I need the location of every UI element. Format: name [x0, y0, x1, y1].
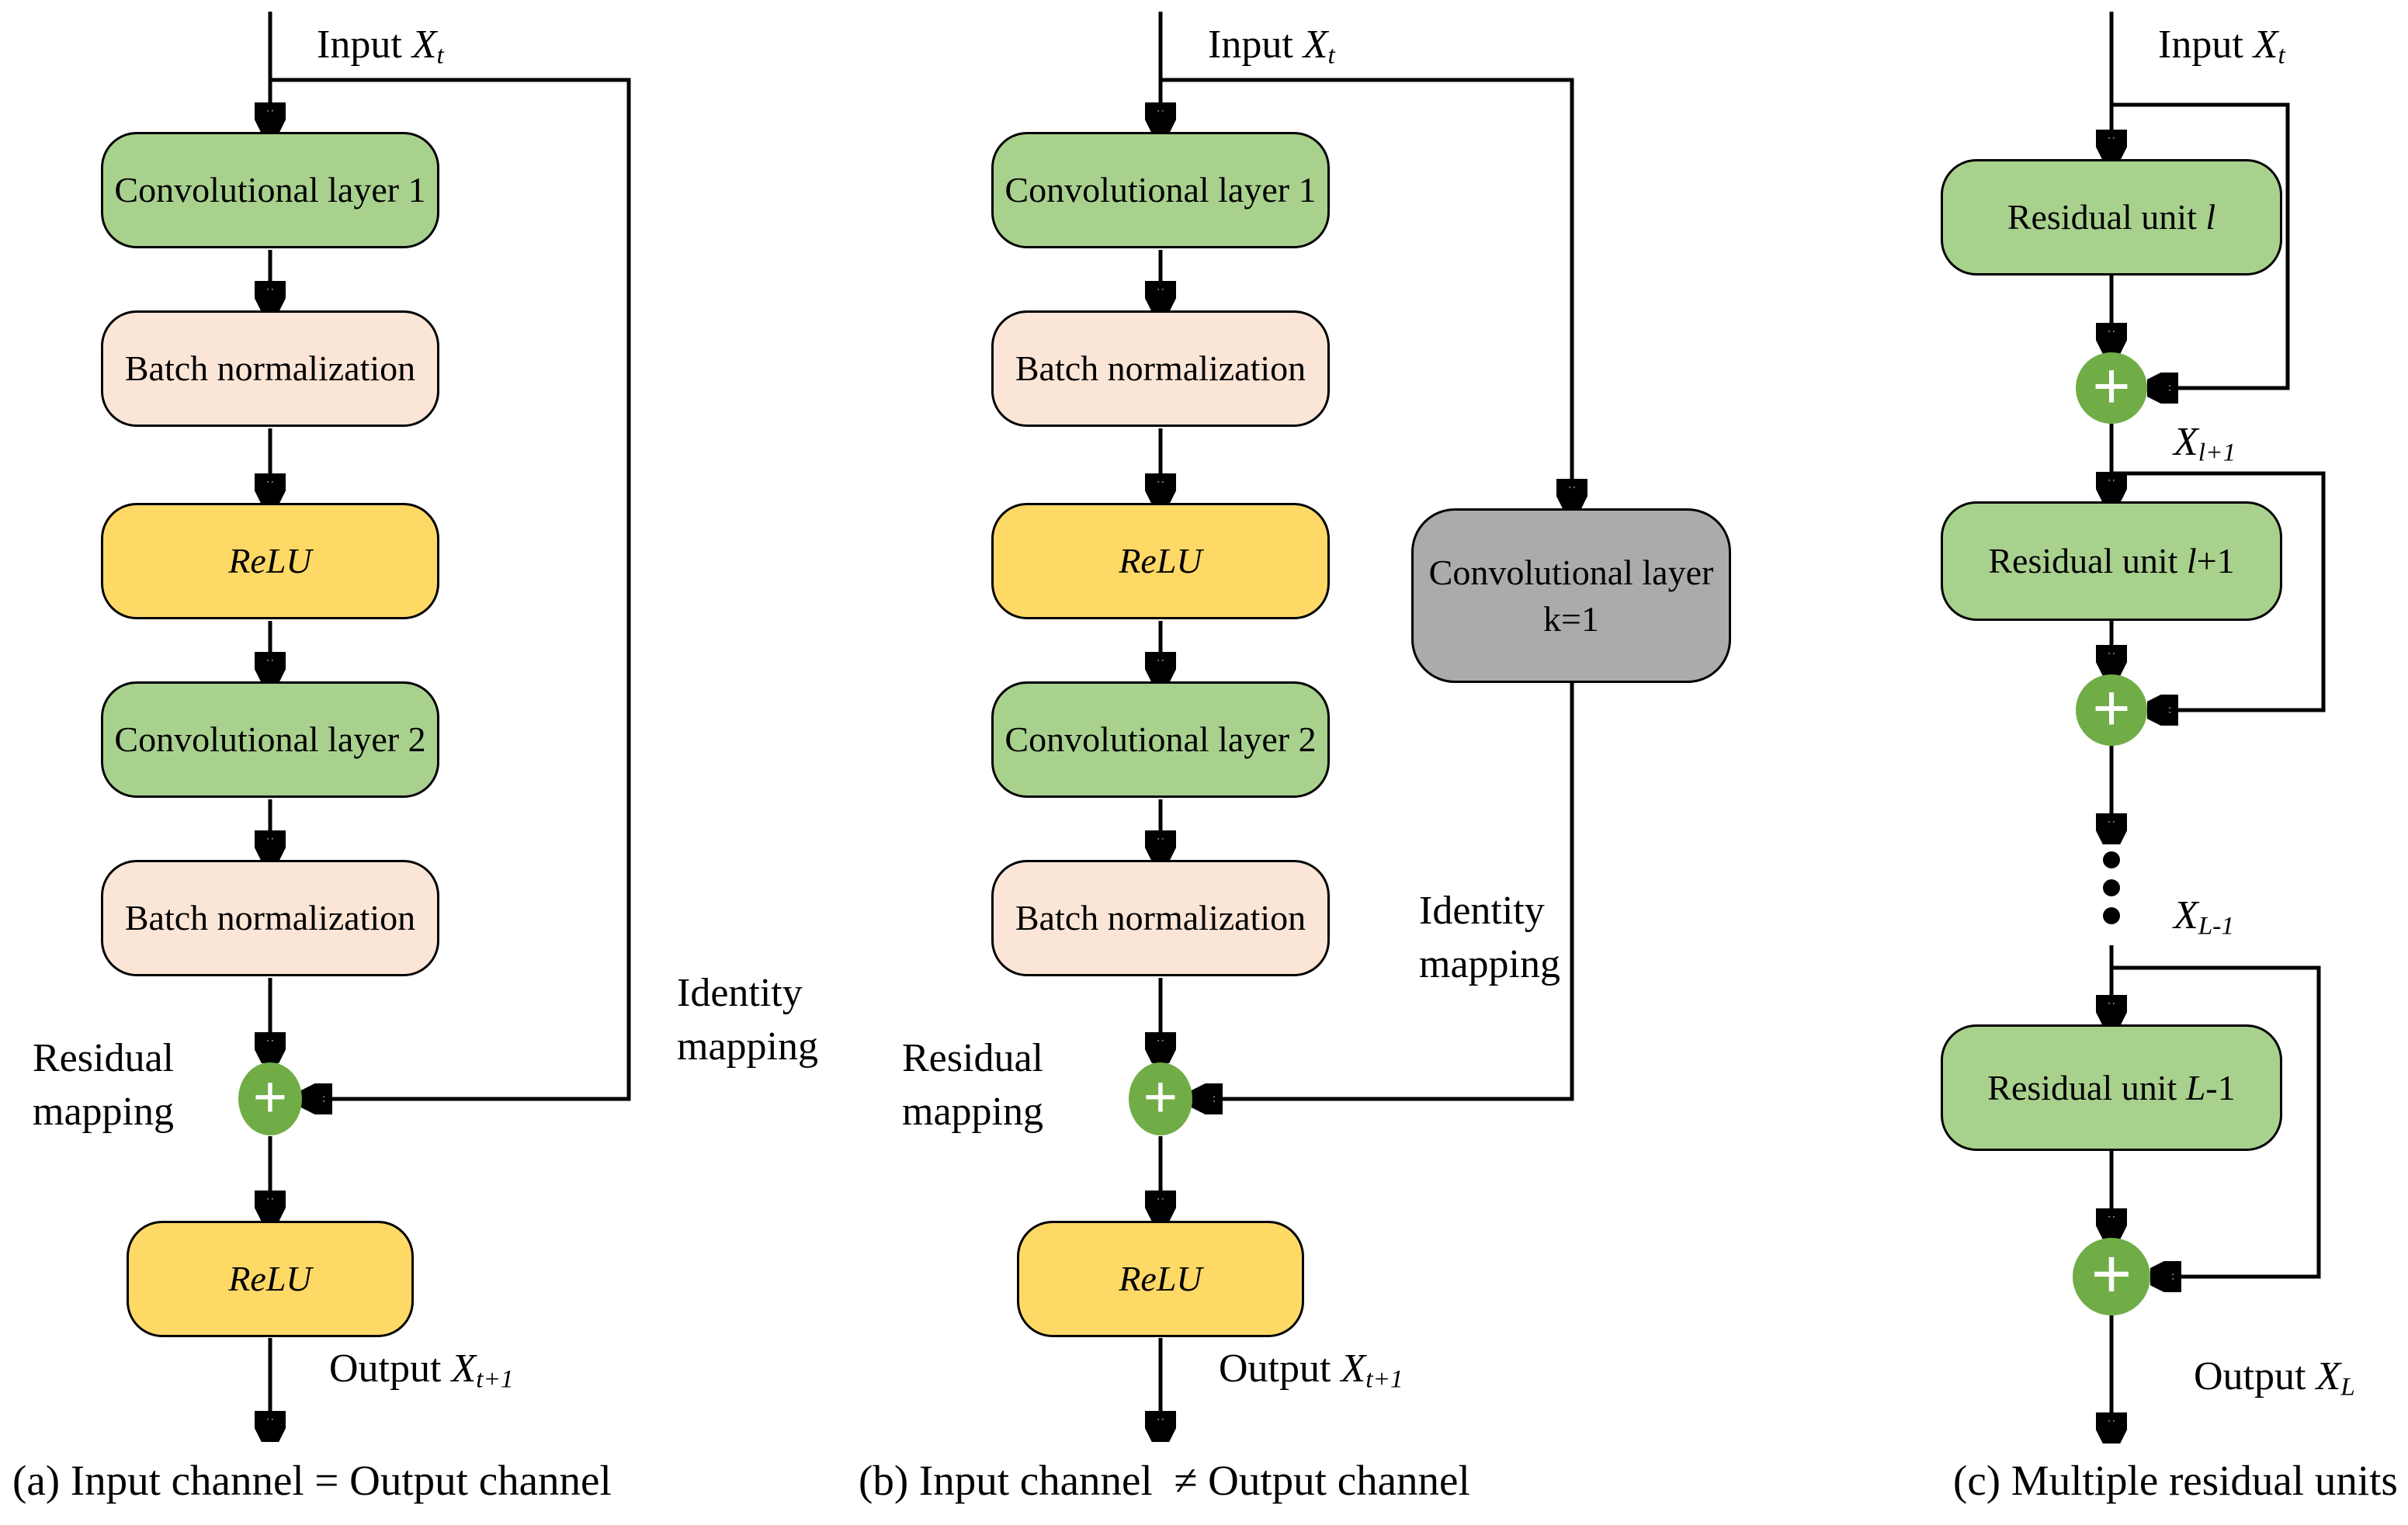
ellipsis-dot-2-c	[2103, 879, 2120, 896]
plus-node-3-c: +	[2073, 1236, 2150, 1315]
caption-c: (c) Multiple residual units	[1953, 1457, 2398, 1504]
ellipsis-dot-1-c	[2103, 851, 2120, 868]
panel-c-wires	[2111, 12, 2326, 1434]
box-label: Convolutional layer 2	[1004, 719, 1317, 760]
box-label: Convolutional layer 1	[114, 170, 426, 210]
input-label-b: Input Xt	[1208, 23, 1335, 70]
box-label: Residual unit l+1	[1988, 541, 2235, 581]
skip-loop-3-c	[2111, 965, 2321, 1277]
box-label: Batch normalization	[124, 348, 416, 389]
plus-node-2-c: +	[2076, 671, 2147, 746]
box-label: ReLU	[228, 1259, 312, 1299]
output-label-b: Output Xt+1	[1219, 1347, 1404, 1394]
identity-mapping-label-a: Identity mapping	[677, 971, 818, 1069]
box-label: ReLU	[1119, 1259, 1202, 1299]
box-conv-layer-1-a: Convolutional layer 1	[101, 132, 439, 248]
identity-branch-to-convk1-b	[1161, 78, 1572, 501]
box-relu-2-b: ReLU	[1017, 1221, 1304, 1337]
plus-node-b: +	[1129, 1062, 1192, 1135]
box-relu-1-b: ReLU	[991, 503, 1330, 619]
caption-a: (a) Input channel = Output channel	[12, 1457, 612, 1504]
panel-b-wires	[1161, 12, 1572, 1433]
signal-label-xl1-c: Xl+1	[2174, 420, 2236, 467]
box-batch-norm-2-a: Batch normalization	[101, 860, 439, 976]
skip-loop-2-c	[2111, 471, 2326, 710]
identity-loop-a	[270, 78, 631, 1099]
output-label-c: Output XL	[2194, 1354, 2355, 1402]
box-conv-k1-b: Convolutional layer k=1	[1411, 508, 1731, 683]
box-relu-2-a: ReLU	[127, 1221, 414, 1337]
box-label: ReLU	[1119, 541, 1202, 581]
panel-a-wires	[270, 12, 631, 1433]
box-label: Batch normalization	[1015, 898, 1306, 938]
signal-label-xL1-c: XL-1	[2174, 893, 2234, 941]
output-label-a: Output Xt+1	[329, 1347, 514, 1394]
box-label: Convolutional layer 2	[114, 719, 426, 760]
convk1-to-plus-b	[1201, 683, 1574, 1099]
caption-b: (b) Input channel ≠ Output channel	[859, 1457, 1470, 1504]
box-residual-unit-L1-c: Residual unit L-1	[1941, 1024, 2282, 1151]
identity-mapping-label-b: Identity mapping	[1419, 889, 1560, 986]
residual-mapping-label-b: Residual mapping	[902, 1036, 1043, 1134]
box-label: Convolutional layer 1	[1004, 170, 1317, 210]
box-batch-norm-1-b: Batch normalization	[991, 310, 1330, 427]
residual-mapping-label-a: Residual mapping	[33, 1036, 174, 1134]
box-label: Residual unit l	[2007, 197, 2216, 237]
box-conv-layer-2-b: Convolutional layer 2	[991, 681, 1330, 798]
box-label: Batch normalization	[1015, 348, 1306, 389]
box-label: Residual unit L-1	[1987, 1067, 2236, 1107]
box-label: ReLU	[228, 541, 312, 581]
box-conv-layer-2-a: Convolutional layer 2	[101, 681, 439, 798]
box-residual-unit-l-c: Residual unit l	[1941, 159, 2282, 276]
box-conv-layer-1-b: Convolutional layer 1	[991, 132, 1330, 248]
input-label-a: Input Xt	[317, 23, 444, 70]
plus-node-a: +	[238, 1062, 302, 1135]
ellipsis-dot-3-c	[2103, 907, 2120, 924]
box-label: Batch normalization	[124, 898, 416, 938]
input-label-c: Input Xt	[2158, 23, 2285, 70]
skip-loop-1-c	[2111, 102, 2290, 388]
box-batch-norm-2-b: Batch normalization	[991, 860, 1330, 976]
box-relu-1-a: ReLU	[101, 503, 439, 619]
box-label: Convolutional layer k=1	[1428, 552, 1714, 639]
plus-node-1-c: +	[2076, 349, 2147, 424]
box-residual-unit-l1-c: Residual unit l+1	[1941, 501, 2282, 621]
box-batch-norm-1-a: Batch normalization	[101, 310, 439, 427]
